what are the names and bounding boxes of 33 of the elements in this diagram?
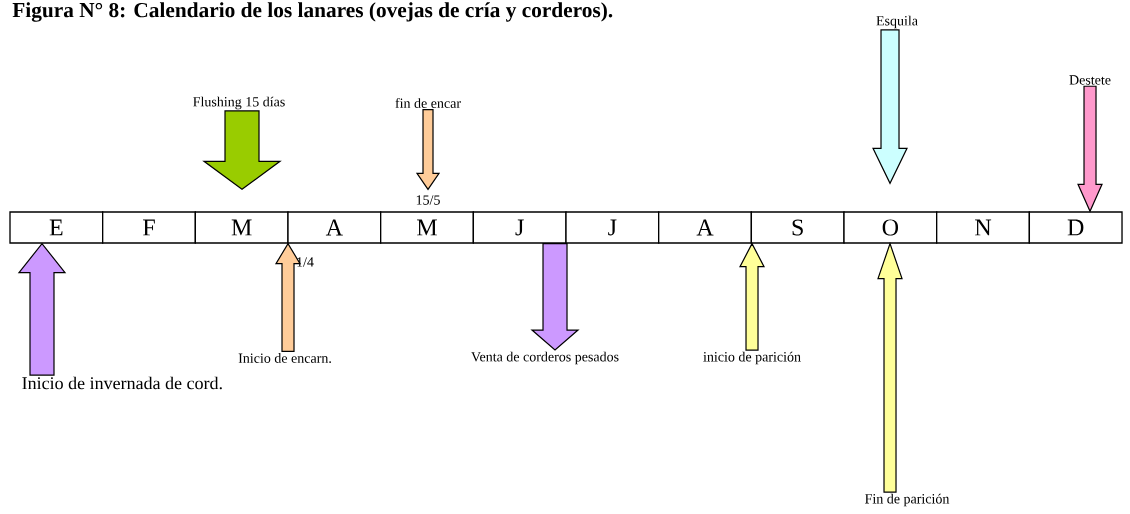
block-arrow [877, 241, 903, 493]
block-arrow [17, 242, 67, 376]
date-label: 1/4 [297, 257, 314, 267]
month-cell: O [843, 211, 938, 244]
month-cell: J [565, 211, 660, 244]
month-cell: A [658, 211, 752, 244]
event-label: fin de encar [395, 98, 461, 108]
month-cell: E [9, 211, 104, 244]
block-arrow [202, 110, 282, 191]
event-label: Esquila [876, 15, 918, 29]
block-arrow [415, 109, 441, 191]
figure-title: Figura N° 8: Calendario de los lanares (ovejas de cría y corderos). [12, 2, 613, 22]
event-label: Flushing 15 días [193, 96, 285, 110]
event-label: Venta de corderos pesados [471, 351, 619, 365]
month-cell: A [287, 211, 382, 244]
event-label: Inicio de encarn. [238, 353, 331, 363]
month-cell: M [380, 211, 474, 244]
date-label: 15/5 [416, 195, 440, 205]
month-cell: F [102, 211, 196, 244]
block-arrow [872, 29, 908, 185]
month-cell: N [936, 211, 1030, 244]
block-arrow [739, 242, 765, 351]
month-cell: S [750, 211, 845, 244]
block-arrow [530, 243, 580, 351]
event-label: Inicio de invernada de cord. [22, 376, 222, 390]
month-cell: M [194, 211, 289, 244]
block-arrow [274, 242, 302, 353]
event-label: Destete [1069, 75, 1111, 85]
month-cell: J [472, 211, 567, 244]
event-label: inicio de parición [703, 351, 801, 365]
block-arrow [1077, 85, 1103, 213]
event-label: Fin de parición [865, 493, 950, 507]
month-cell: D [1028, 211, 1123, 244]
